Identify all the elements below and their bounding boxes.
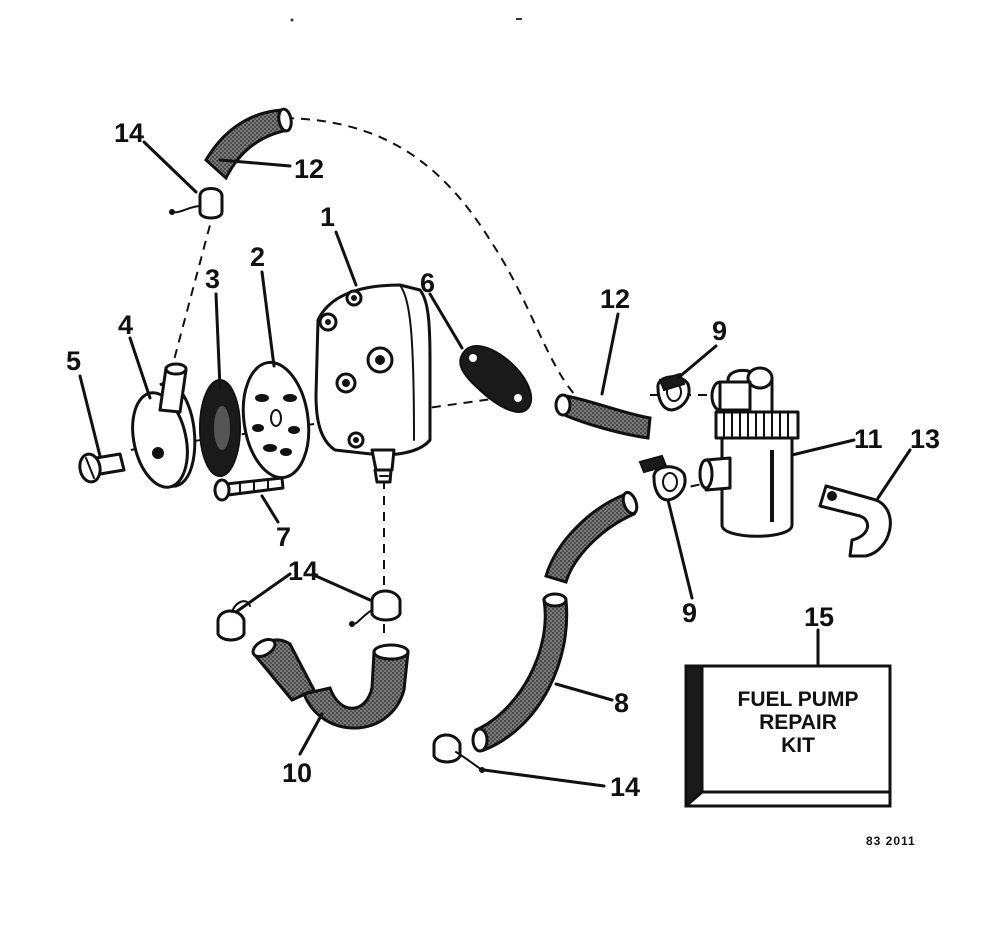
hose-clamp-14-top	[169, 187, 224, 220]
valve-plate-2	[241, 360, 311, 480]
kit-line-1: FUEL PUMP	[738, 688, 859, 711]
callout-8: 8	[614, 688, 629, 718]
callout-5: 5	[66, 346, 81, 376]
callout-4: 4	[118, 310, 133, 340]
callout-labels: 1 2 3 4 5 6 7 8 9 9 10 11 12 12 13 14 14…	[66, 118, 940, 802]
callout-3: 3	[205, 264, 220, 294]
hose-12-right	[554, 393, 652, 440]
callout-11: 11	[854, 424, 883, 454]
gasket-6	[459, 345, 533, 413]
callout-9-upper: 9	[712, 316, 727, 346]
callout-2: 2	[250, 242, 265, 272]
fuel-filter-11	[698, 366, 800, 538]
callout-14-middle: 14	[288, 556, 318, 586]
screw-7	[213, 476, 285, 502]
callout-13: 13	[910, 424, 940, 454]
clamp-9-upper	[656, 372, 691, 412]
pump-cover-4	[131, 362, 197, 489]
drawing-code: 83 2011	[866, 834, 916, 848]
leader-lines	[78, 140, 912, 788]
callout-7: 7	[276, 522, 291, 552]
callout-10: 10	[282, 758, 312, 788]
hose-12-upper	[204, 107, 293, 181]
screw-5	[78, 452, 126, 484]
hose-10-elbow	[301, 643, 410, 730]
callout-14-bottom: 14	[610, 772, 640, 802]
kit-line-2: REPAIR	[759, 711, 837, 734]
callout-12-right: 12	[600, 284, 630, 314]
repair-kit-label: FUEL PUMP REPAIR KIT	[738, 688, 859, 757]
hose-8-lower	[471, 592, 569, 753]
stray-marks	[290, 18, 522, 22]
callout-1: 1	[320, 202, 335, 232]
callout-12-upper: 12	[294, 154, 324, 184]
hose-10-short	[251, 637, 317, 702]
clamp-9-lower	[638, 454, 687, 502]
kit-line-3: KIT	[781, 734, 815, 757]
hose-clamp-14-bottom	[432, 733, 485, 773]
hose-8-upper	[544, 490, 639, 584]
bracket-13	[818, 484, 892, 558]
repair-kit-box-15	[684, 664, 892, 808]
callout-14-top: 14	[114, 118, 144, 148]
callout-9-lower: 9	[682, 598, 697, 628]
callout-15: 15	[804, 602, 834, 632]
hose-clamp-14-middle	[349, 589, 402, 627]
diaphragm-3	[199, 379, 241, 477]
callout-6: 6	[420, 268, 435, 298]
pump-body-1	[314, 283, 432, 484]
